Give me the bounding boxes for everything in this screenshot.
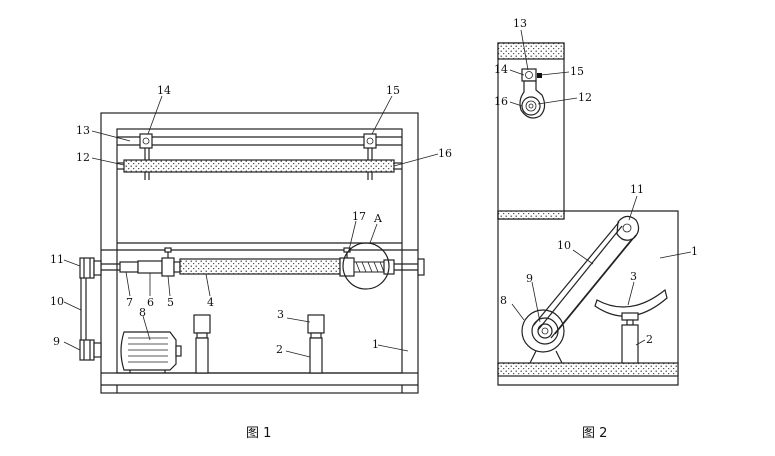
label-10-fig2: 10 <box>557 239 571 252</box>
label-3: 3 <box>277 308 284 321</box>
belt-10 <box>80 278 87 340</box>
label-3-fig2: 3 <box>630 270 637 283</box>
label-2-fig2: 2 <box>646 333 653 346</box>
label-7: 7 <box>126 296 133 309</box>
label-8-fig2: 8 <box>500 294 507 307</box>
figure-1: 14 15 13 12 16 17 A 11 10 9 7 6 5 4 8 3 … <box>50 84 452 441</box>
label-1: 1 <box>372 338 379 351</box>
label-17: 17 <box>352 210 366 223</box>
column-2 <box>621 324 639 364</box>
label-16-fig2: 16 <box>494 95 508 108</box>
motor-8 <box>120 331 182 373</box>
labels-fig2: 13 14 15 16 12 11 10 1 3 9 8 2 <box>494 17 698 346</box>
pulley-11 <box>79 257 102 279</box>
caption-figure-2: 图 2 <box>582 426 607 441</box>
belt-10-2 <box>532 221 637 339</box>
coupling-6 <box>137 260 163 274</box>
label-10: 10 <box>50 295 64 308</box>
upper-roller-16 <box>117 159 402 173</box>
label-12-fig2: 12 <box>578 91 592 104</box>
label-8: 8 <box>139 306 146 319</box>
label-15-fig2: 15 <box>570 65 584 78</box>
block-5 <box>161 247 175 277</box>
pulley-11-2 <box>616 215 640 241</box>
caption-figure-1: 图 1 <box>246 426 271 441</box>
label-4: 4 <box>207 296 214 309</box>
end-assembly-17 <box>339 247 425 277</box>
support-left <box>193 314 211 374</box>
label-16: 16 <box>438 147 452 160</box>
label-6: 6 <box>147 296 154 309</box>
bracket-13-14-15 <box>519 68 546 119</box>
pulley-8-9 <box>521 309 565 364</box>
top-rail-13 <box>117 136 402 146</box>
label-5: 5 <box>167 296 174 309</box>
support-2-3 <box>307 314 325 374</box>
label-9-fig2: 9 <box>526 272 533 285</box>
label-12: 12 <box>76 151 90 164</box>
label-1-fig2: 1 <box>691 245 698 258</box>
label-15: 15 <box>386 84 400 97</box>
label-11-fig2: 11 <box>630 183 644 196</box>
frame-1 <box>100 112 419 394</box>
lower-frame-2 <box>497 210 679 386</box>
lower-roller-4 <box>173 258 341 275</box>
cradle-3 <box>594 288 668 326</box>
bracket-15 <box>363 133 377 180</box>
label-13: 13 <box>76 124 90 137</box>
pulley-9 <box>79 339 102 361</box>
label-A: A <box>373 212 383 225</box>
upper-frame-2 <box>497 42 565 220</box>
leader-lines-fig1 <box>63 95 439 358</box>
label-9: 9 <box>53 335 60 348</box>
label-11: 11 <box>50 253 64 266</box>
labels-fig1: 14 15 13 12 16 17 A 11 10 9 7 6 5 4 8 3 … <box>50 84 452 356</box>
bracket-14 <box>139 133 153 180</box>
label-14: 14 <box>157 84 171 97</box>
lower-shaft-7 <box>101 261 139 273</box>
label-14-fig2: 14 <box>494 63 508 76</box>
label-13-fig2: 13 <box>513 17 527 30</box>
leader-lines-fig2 <box>509 29 692 346</box>
detail-circle-A <box>342 242 390 290</box>
figure-2: 13 14 15 16 12 11 10 1 3 9 8 2 图 2 <box>494 17 698 441</box>
label-2: 2 <box>276 343 283 356</box>
